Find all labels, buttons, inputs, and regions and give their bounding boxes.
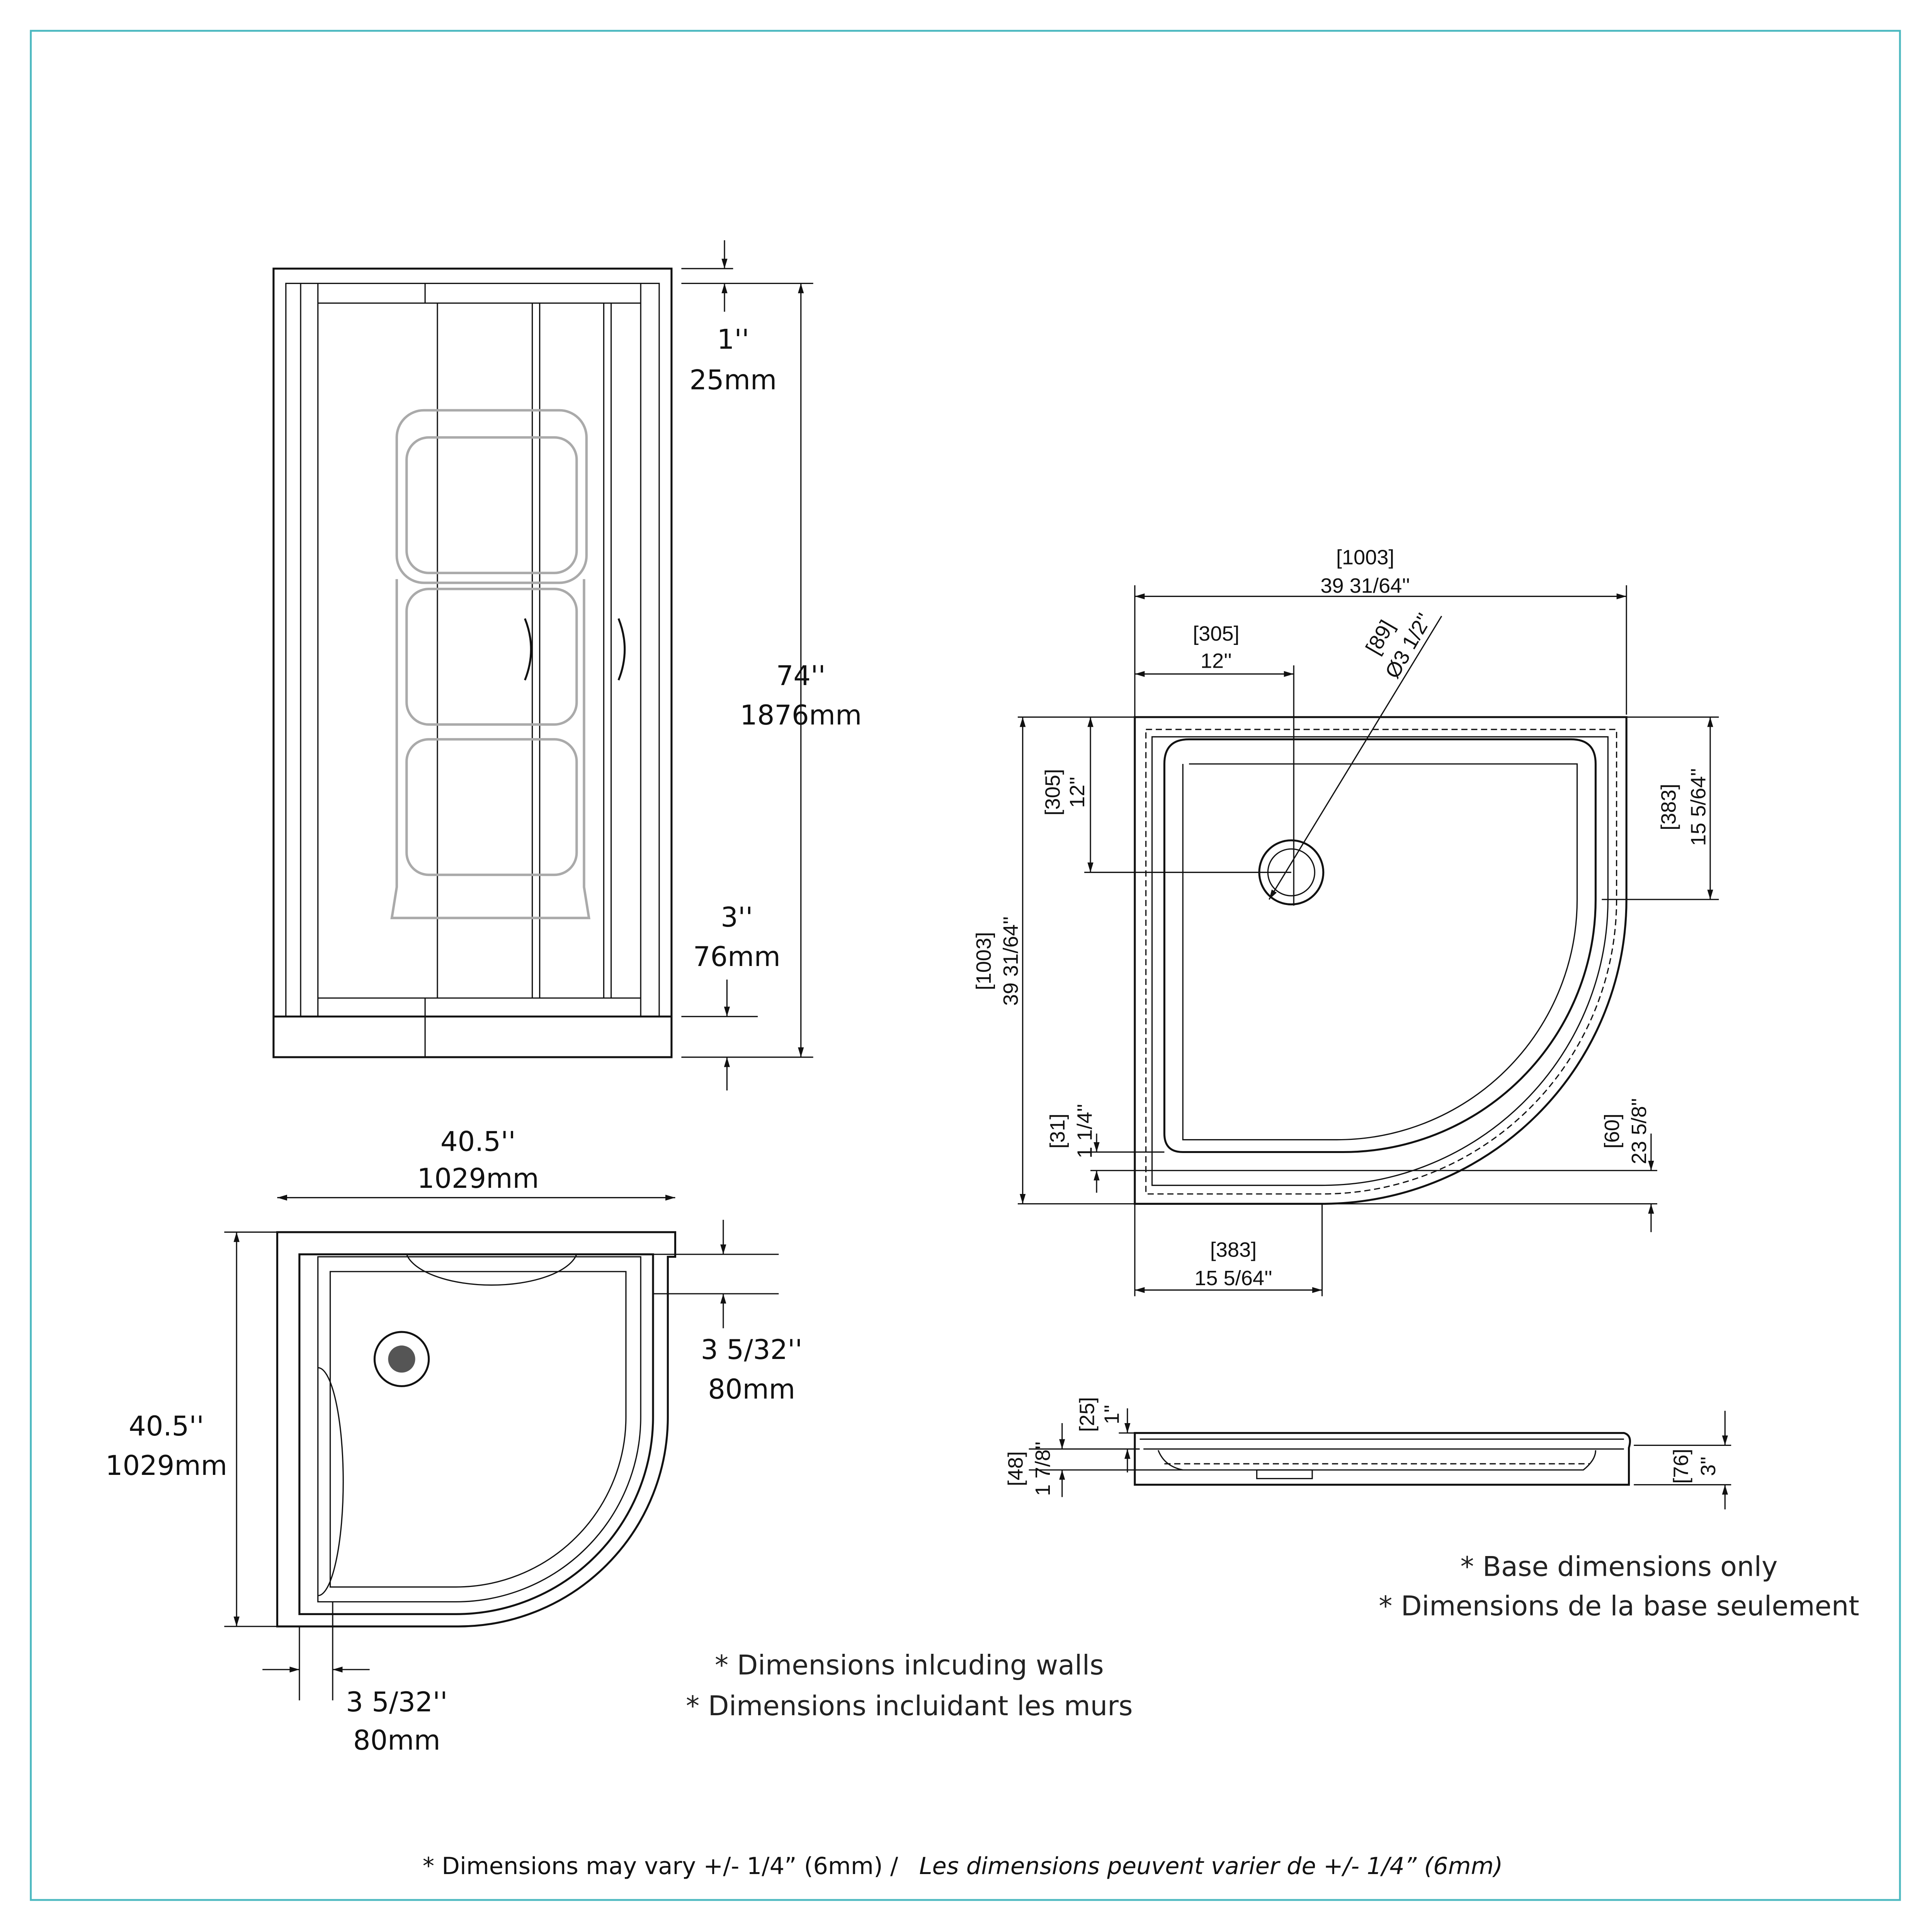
plan-width-metric: 1029mm xyxy=(417,1163,539,1194)
plan-depth-imperial: 40.5'' xyxy=(129,1410,204,1442)
plan-view-dimensions xyxy=(224,1194,779,1701)
base-height-imperial: 3'' xyxy=(721,901,753,933)
front-dimensions xyxy=(681,240,813,1091)
total-height-imperial: 3'' xyxy=(1697,1456,1720,1476)
base-width-imperial: 39 31/64'' xyxy=(1320,574,1410,597)
top-lip-metric: [25] xyxy=(1076,1397,1099,1432)
right-straight-imperial: 15 5/64'' xyxy=(1687,768,1710,846)
front-elevation-drawing xyxy=(272,267,673,1058)
drain-offset-x-metric: [305] xyxy=(1193,622,1240,645)
height-imperial: 74'' xyxy=(776,660,826,692)
plan-width-imperial: 40.5'' xyxy=(440,1126,516,1157)
base-depth-metric: [1003] xyxy=(972,932,995,990)
base-profile-dimensions xyxy=(1029,1408,1731,1510)
drain-offset-y-metric: [305] xyxy=(1041,769,1064,816)
right-straight-metric: [383] xyxy=(1657,784,1680,830)
bottom-straight-imperial: 15 5/64'' xyxy=(1194,1267,1272,1290)
base-profile-drawing xyxy=(1134,1432,1631,1486)
wall-right-imperial: 3 5/32'' xyxy=(701,1334,803,1366)
pan-depth-metric: [48] xyxy=(1004,1451,1027,1486)
drain-offset-y-imperial: 12'' xyxy=(1066,777,1089,808)
page-border xyxy=(30,30,1901,1901)
top-lip-imperial: 1'' xyxy=(1100,1405,1123,1424)
lip-left-metric: [31] xyxy=(1046,1114,1069,1148)
base-note-fr: * Dimensions de la base seulement xyxy=(1379,1590,1859,1622)
top-gap-imperial: 1'' xyxy=(717,323,749,355)
footer-tolerance-fr: Les dimensions peuvent varier de +/- 1/4… xyxy=(919,1853,1503,1880)
lip-right-metric: [60] xyxy=(1600,1114,1624,1148)
base-width-metric: [1003] xyxy=(1336,546,1395,569)
bottom-straight-metric: [383] xyxy=(1210,1238,1257,1262)
base-height-metric: 76mm xyxy=(693,941,781,973)
lip-left-imperial: 1 1/4'' xyxy=(1073,1104,1096,1158)
total-height-metric: [76] xyxy=(1670,1449,1693,1483)
wall-bottom-imperial: 3 5/32'' xyxy=(346,1686,447,1718)
base-plan-dimensions xyxy=(1017,585,1719,1296)
walls-note-en: * Dimensions inlcuding walls xyxy=(715,1650,1104,1681)
top-gap-metric: 25mm xyxy=(689,364,777,396)
base-note-en: * Base dimensions only xyxy=(1461,1551,1778,1582)
wall-right-metric: 80mm xyxy=(708,1373,795,1405)
drain-offset-x-imperial: 12'' xyxy=(1201,649,1232,672)
plan-view-drawing xyxy=(276,1231,676,1628)
base-depth-imperial: 39 31/64'' xyxy=(999,916,1022,1006)
lip-right-imperial: 23 5/8'' xyxy=(1628,1098,1651,1164)
footer-tolerance-en: * Dimensions may vary +/- 1/4” (6mm) / xyxy=(423,1853,898,1880)
pan-depth-imperial: 1 7/8'' xyxy=(1031,1441,1054,1496)
base-plan-drawing xyxy=(1134,716,1628,1205)
height-metric: 1876mm xyxy=(740,699,862,731)
wall-bottom-metric: 80mm xyxy=(353,1725,440,1756)
plan-depth-metric: 1029mm xyxy=(105,1450,227,1481)
walls-note-fr: * Dimensions incluidant les murs xyxy=(686,1690,1133,1722)
